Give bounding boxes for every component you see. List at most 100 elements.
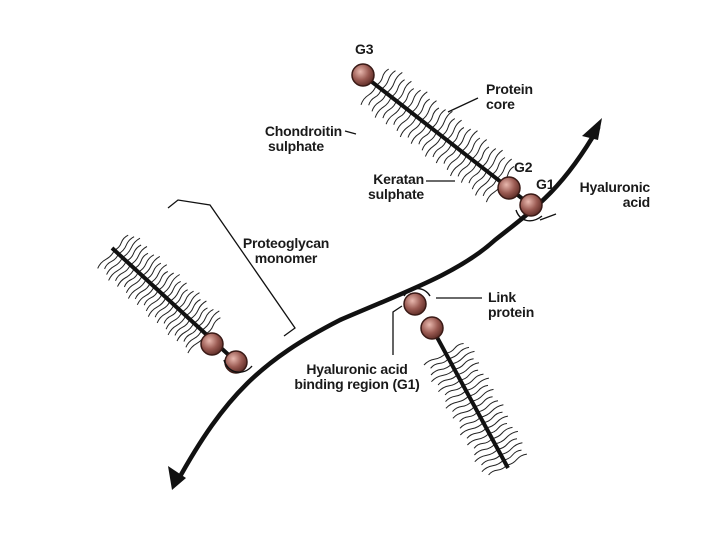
glycosaminoglycan-chain: [481, 459, 504, 473]
glycosaminoglycan-chain: [173, 289, 188, 306]
globule-left-1: [200, 332, 224, 356]
glycosaminoglycan-chain: [141, 255, 161, 277]
label-hyaluronic-acid: Hyaluronic acid: [579, 179, 651, 210]
glycosaminoglycan-chain: [457, 362, 480, 375]
glycosaminoglycan-chain: [475, 174, 493, 196]
glycosaminoglycan-chain: [130, 246, 148, 266]
glycosaminoglycan-chain: [459, 422, 484, 436]
glycosaminoglycan-chain: [452, 406, 475, 419]
globule-bottom-g1: [420, 316, 444, 340]
glycosaminoglycan-chain: [176, 322, 195, 342]
glycosaminoglycan-chain: [452, 400, 473, 412]
glycosaminoglycan-chain: [127, 279, 147, 299]
glycosaminoglycan-chain: [483, 411, 503, 423]
glycosaminoglycan-chain: [446, 151, 462, 170]
glycosaminoglycan-chain: [193, 307, 208, 324]
glycosaminoglycan-chain: [104, 253, 119, 270]
glycosaminoglycan-chain: [436, 110, 453, 133]
glycosaminoglycan-chain: [401, 88, 415, 106]
glycosaminoglycan-chain: [454, 358, 474, 370]
glycosaminoglycan-chain: [445, 343, 464, 354]
globule-left-2: [224, 350, 248, 374]
glycosaminoglycan-chain: [489, 423, 508, 434]
glycosaminoglycan-chain: [153, 271, 169, 287]
glycosaminoglycan-chain: [114, 234, 129, 251]
glycosaminoglycan-chain: [163, 308, 179, 324]
glycosaminoglycan-chain: [411, 91, 428, 113]
glycosaminoglycan-chain: [473, 438, 493, 449]
glycosaminoglycan-chain: [432, 139, 447, 158]
glycosaminoglycan-chain: [371, 92, 387, 112]
glycosaminoglycan-chain: [126, 244, 142, 262]
label-binding-region: Hyaluronic acid binding region (G1): [294, 361, 420, 392]
glycosaminoglycan-chain: [480, 404, 504, 418]
glycosaminoglycan-chain: [481, 454, 502, 466]
glycosaminoglycan-chain: [459, 411, 478, 422]
glycosaminoglycan-chain: [506, 453, 527, 466]
glycosaminoglycan-chain: [460, 162, 477, 183]
glycosaminoglycan-chain: [450, 155, 467, 177]
bristles-top-monomer: [360, 68, 515, 203]
globular-domains: [200, 63, 543, 374]
glycosaminoglycan-chain: [382, 100, 397, 119]
protein-core-bottom: [430, 327, 510, 469]
glycosaminoglycan-chain: [463, 373, 484, 386]
glycosaminoglycan-chain: [407, 120, 422, 138]
label-g1: G1: [536, 176, 555, 192]
glycosaminoglycan-chain: [360, 85, 377, 105]
glycosaminoglycan-chain: [500, 442, 523, 455]
glycosaminoglycan-chain: [390, 79, 405, 98]
glycosaminoglycan-chain: [471, 388, 494, 402]
globule-link-protein: [403, 292, 427, 316]
glycosaminoglycan-chain: [430, 363, 452, 376]
glycosaminoglycan-chain: [471, 170, 488, 190]
glycosaminoglycan-chain: [134, 282, 151, 300]
label-g3: G3: [355, 41, 374, 57]
arrowhead-top: [582, 118, 602, 140]
link-protein-bottom: [403, 287, 431, 297]
glycosaminoglycan-chain: [167, 315, 187, 336]
glycosaminoglycan-chain: [375, 68, 389, 86]
glycosaminoglycan-chain: [466, 137, 481, 156]
glycosaminoglycan-chain: [424, 135, 442, 157]
proteoglycan-monomer-bracket: [167, 199, 296, 337]
glycosaminoglycan-chain: [374, 96, 392, 118]
glycosaminoglycan-chain: [445, 390, 467, 402]
glycosaminoglycan-chain: [156, 304, 175, 324]
label-link-protein: Link protein: [488, 289, 535, 320]
glycosaminoglycan-chain: [174, 319, 191, 336]
glycosaminoglycan-chain: [486, 415, 508, 429]
glycosaminoglycan-chain: [467, 432, 490, 446]
glycosaminoglycan-chain: [161, 274, 180, 295]
glycosaminoglycan-chain: [165, 280, 181, 298]
glycosaminoglycan-chain: [122, 237, 141, 258]
glycosaminoglycan-chain: [406, 89, 421, 110]
glycosaminoglycan-chain: [396, 112, 412, 132]
glycosaminoglycan-chain: [441, 118, 456, 137]
globule-g1-top: [519, 193, 543, 217]
glycosaminoglycan-chain: [149, 264, 168, 284]
glycosaminoglycan-chain: [446, 119, 462, 141]
glycosaminoglycan-chain: [418, 127, 432, 145]
glycosaminoglycan-chain: [465, 377, 489, 391]
glycosaminoglycan-chain: [503, 449, 522, 461]
glycosaminoglycan-chain: [437, 374, 458, 386]
glycosaminoglycan-chain: [133, 252, 149, 269]
leader-lines: [167, 97, 557, 355]
globule-g3: [351, 63, 375, 87]
glycosaminoglycan-chain: [430, 358, 449, 369]
glycosaminoglycan-chain: [183, 326, 199, 342]
glycosaminoglycan-chain: [457, 159, 472, 177]
glycosaminoglycan-chain: [385, 71, 403, 94]
glycosaminoglycan-chain: [118, 236, 135, 255]
glycosaminoglycan-chain: [444, 384, 464, 396]
glycosaminoglycan-chain: [197, 308, 214, 327]
label-proteoglycan-monomer: Proteoglycan monomer: [242, 235, 330, 266]
glycosaminoglycan-chain: [97, 249, 115, 269]
glycosaminoglycan-chain: [477, 400, 499, 413]
glycosaminoglycan-chain: [137, 254, 155, 273]
glycosaminoglycan-chain: [431, 109, 446, 129]
glycosaminoglycan-chain: [435, 143, 452, 164]
label-chondroitin-sulphate: Chondroitin sulphate: [264, 123, 342, 154]
